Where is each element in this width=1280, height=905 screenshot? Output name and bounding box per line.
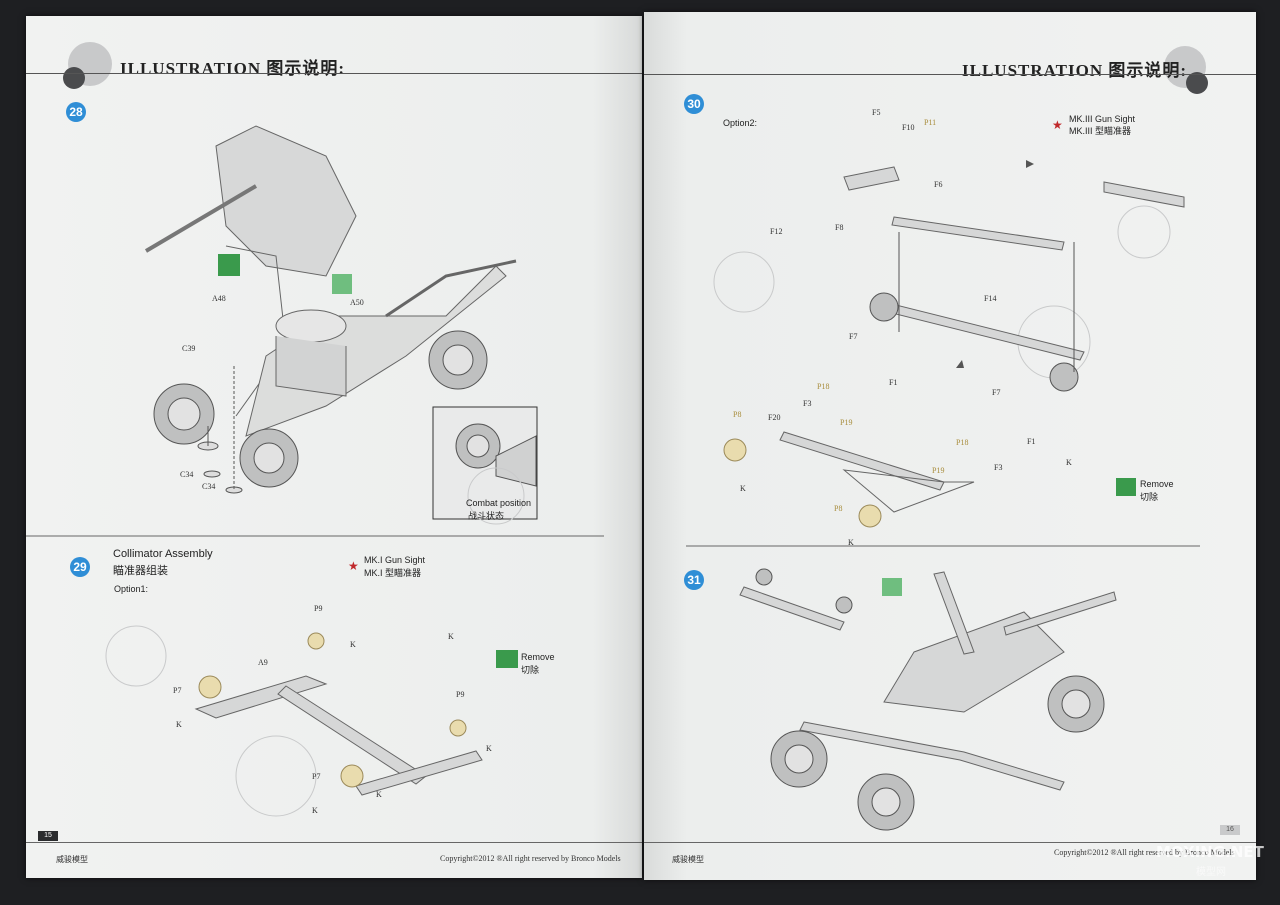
step30-drawing [686,160,1200,831]
step28-drawing [26,125,604,817]
part-label-k: K [376,790,382,799]
part-label-c39: C39 [182,344,196,353]
inset-caption-en: Combat position [466,498,532,508]
part-label-k: K [312,806,318,815]
header-rule [644,74,1256,75]
part-label-f12: F12 [770,227,783,236]
part-label-p19: P19 [840,418,853,427]
decor-circle-small [63,67,85,89]
step29-title-en: Collimator Assembly [113,548,213,560]
sight-label-en: MK.III Gun Sight [1069,114,1136,124]
part-label-k: K [486,744,492,753]
part-label-f7: F7 [849,332,858,341]
left-page: ILLUSTRATION 图示说明: 28 [26,16,642,878]
part-label-p9: P9 [314,604,323,613]
step-number-31: 31 [684,570,704,590]
page-number: 15 [38,831,58,841]
remove-label-cn: 切除 [1140,492,1159,502]
part-label-k: K [740,484,746,493]
part-label-k: K [848,538,854,547]
part-label-p9: P9 [456,690,465,699]
part-label-p18: P18 [817,382,830,391]
part-label-p19: P19 [932,466,945,475]
part-label-k: K [350,640,356,649]
page-number: 16 [1220,825,1240,835]
step-number-29: 29 [70,557,90,577]
part-label-c34: C34 [202,482,216,491]
inset-caption-cn: 战斗状态 [468,511,505,521]
part-label-k: K [176,720,182,729]
part-label-f1: F1 [889,378,898,387]
decor-circle-small [1186,72,1208,94]
step-number-30: 30 [684,94,704,114]
step29-title-cn: 瞄准器组装 [113,565,168,577]
star-icon: ★ [348,559,359,573]
watermark: MOXING.NET [1156,843,1264,861]
part-label-f10: F10 [902,123,915,132]
part-label-f7: F7 [992,388,1001,397]
part-label-p8: P8 [733,410,742,419]
step30-option: Option2: [723,118,758,128]
part-label-p7: P7 [312,772,321,781]
step-number-28: 28 [66,102,86,122]
part-label-f14: F14 [984,294,997,303]
part-label-a50: A50 [350,298,364,307]
sight-label-en: MK.I Gun Sight [364,555,426,565]
part-label-k: K [448,632,454,641]
part-label-f5: F5 [872,108,881,117]
part-label-f3: F3 [994,463,1003,472]
page-title: ILLUSTRATION 图示说明: [962,61,1188,80]
remove-label-en: Remove [521,652,555,662]
part-label-c34: C34 [180,470,194,479]
step29-option: Option1: [114,584,149,594]
footer-brand: 威骏模型 [56,855,88,864]
part-label-f6: F6 [934,180,943,189]
part-label-p8: P8 [834,504,843,513]
part-label-p7: P7 [173,686,182,695]
part-label-f20: F20 [768,413,781,422]
part-label-f8: F8 [835,223,844,232]
part-label-a9: A9 [258,658,268,667]
right-page: ILLUSTRATION 图示说明: 30 Option2: ★ MK.III … [644,12,1256,880]
part-label-a48: A48 [212,294,226,303]
part-label-f3: F3 [803,399,812,408]
star-icon: ★ [1052,118,1063,132]
footer-copyright: Copyright©2012 ®All right reserved by Br… [440,854,621,863]
footer-rule [26,842,642,843]
watermark-sub: 模型网 [1196,867,1226,878]
sight-label-cn: MK.I 型瞄准器 [364,568,422,578]
part-label-k: K [1066,458,1072,467]
part-label-p18: P18 [956,438,969,447]
remove-label-cn: 切除 [521,665,540,675]
part-label-p11: P11 [924,118,937,127]
remove-label-en: Remove [1140,479,1174,489]
sight-label-cn: MK.III 型瞄准器 [1069,126,1132,136]
footer-brand: 威骏模型 [672,855,704,864]
footer-copyright: Copyright©2012 ®All right reserved by Br… [1054,848,1235,857]
header-rule [26,73,642,74]
footer-rule [644,842,1256,843]
part-label-f1: F1 [1027,437,1036,446]
